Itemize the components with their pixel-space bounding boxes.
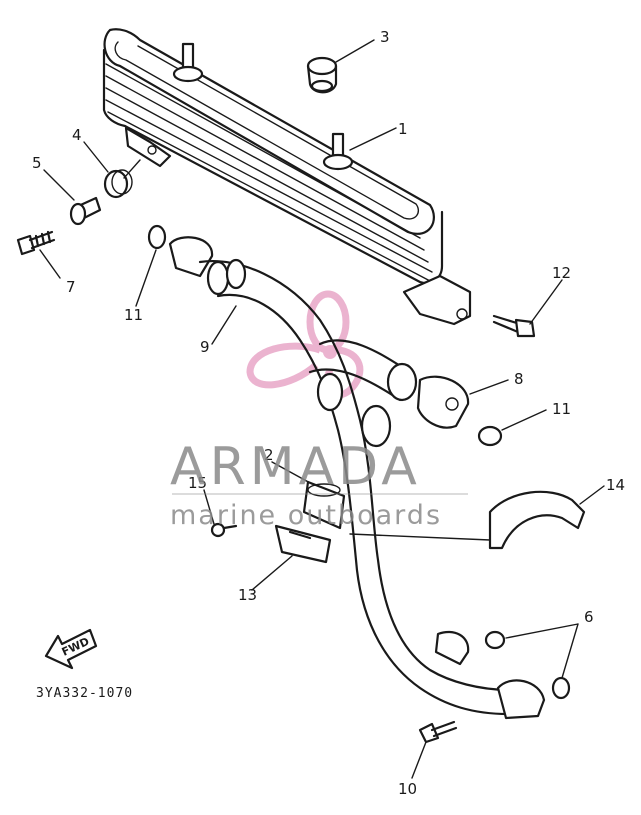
oil-cooler <box>102 28 472 326</box>
o-ring-part-11-upper <box>147 224 167 250</box>
o-ring-part-6-lower <box>551 676 571 700</box>
leader-lines <box>39 39 605 779</box>
oil-hose-part-8 <box>308 339 470 429</box>
callout-2: 2 <box>264 446 274 464</box>
callout-11-right: 11 <box>552 400 571 418</box>
grommet-part-3 <box>306 56 338 94</box>
collar-part-4 <box>103 169 133 199</box>
screw-part-15 <box>210 522 238 538</box>
forward-arrow: FWD <box>44 628 98 670</box>
watermark-subtitle: marine outboards <box>170 500 442 531</box>
callout-3: 3 <box>380 28 390 46</box>
callout-10: 10 <box>398 780 417 798</box>
bolt-part-7 <box>16 230 56 256</box>
bolt-part-5 <box>69 196 102 226</box>
clamp-part-13 <box>274 524 332 564</box>
callout-12: 12 <box>552 264 571 282</box>
callout-8: 8 <box>514 370 524 388</box>
bolt-part-12 <box>492 314 536 338</box>
watermark-propeller-logo <box>246 290 364 399</box>
o-ring-part-11-right <box>477 425 503 447</box>
oil-hose-part-9 <box>168 236 512 716</box>
callout-5: 5 <box>32 154 42 172</box>
callout-11-upper: 11 <box>124 306 143 324</box>
callout-4: 4 <box>72 126 82 144</box>
callout-13: 13 <box>238 586 257 604</box>
o-ring-part-6-upper <box>484 630 506 650</box>
callout-9: 9 <box>200 338 210 356</box>
bracket-part-14 <box>488 490 586 550</box>
callout-7: 7 <box>66 278 76 296</box>
callout-15: 15 <box>188 474 207 492</box>
watermark-title: ARMADA <box>170 437 421 497</box>
callout-14: 14 <box>606 476 625 494</box>
bolt-part-10 <box>418 720 458 744</box>
callout-6: 6 <box>584 608 594 626</box>
callout-1: 1 <box>398 120 408 138</box>
diagram-code: 3YA332-1070 <box>36 686 133 701</box>
lower-flange <box>434 630 546 720</box>
